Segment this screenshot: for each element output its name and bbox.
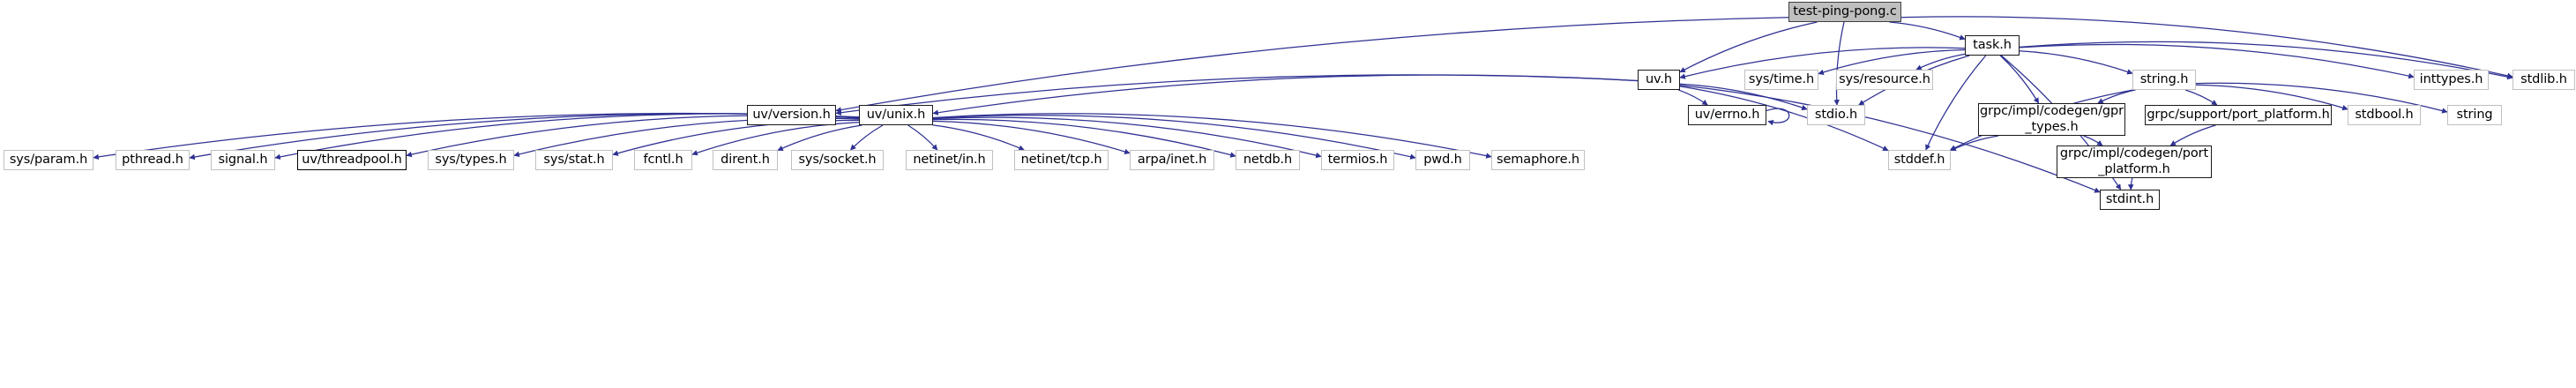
graph-node-sys-time-h[interactable]: sys/time.h bbox=[1744, 70, 1818, 90]
graph-node-grpc-impl-codegen-port-platform-h[interactable]: grpc/impl/codegen/port _platform.h bbox=[2057, 146, 2212, 178]
graph-edge bbox=[2169, 124, 2216, 146]
graph-node-termios-h[interactable]: termios.h bbox=[1321, 150, 1394, 170]
graph-node-netdb-h[interactable]: netdb.h bbox=[1236, 150, 1300, 170]
graph-edge bbox=[2019, 43, 2415, 79]
graph-node-stdint-h[interactable]: stdint.h bbox=[2100, 190, 2160, 210]
graph-edge bbox=[932, 124, 1025, 151]
graph-node-stdio-h[interactable]: stdio.h bbox=[1807, 105, 1865, 125]
graph-node-fcntl-h[interactable]: fcntl.h bbox=[634, 150, 692, 170]
graph-edge bbox=[2127, 177, 2134, 190]
graph-node-uv-unix-h[interactable]: uv/unix.h bbox=[859, 105, 933, 125]
graph-node-sys-param-h[interactable]: sys/param.h bbox=[4, 150, 93, 170]
graph-edge bbox=[1679, 84, 2101, 193]
graph-edge bbox=[2083, 135, 2103, 146]
graph-node-netinet-in-h[interactable]: netinet/in.h bbox=[906, 150, 993, 170]
graph-node-arpa-inet-h[interactable]: arpa/inet.h bbox=[1130, 150, 1214, 170]
graph-edge bbox=[2097, 89, 2136, 104]
graph-edge bbox=[1766, 108, 1790, 126]
graph-edge bbox=[1925, 55, 1987, 151]
graph-node-semaphore-h[interactable]: semaphore.h bbox=[1491, 150, 1585, 170]
graph-edge bbox=[1915, 53, 1966, 71]
graph-edge bbox=[907, 124, 938, 151]
graph-node-grpc-impl-codegen-gpr-types-h[interactable]: grpc/impl/codegen/gpr _types.h bbox=[1978, 103, 2125, 136]
graph-edge bbox=[2184, 89, 2218, 106]
graph-node-grpc-support-port-platform-h[interactable]: grpc/support/port_platform.h bbox=[2145, 105, 2332, 125]
graph-node-signal-h[interactable]: signal.h bbox=[211, 150, 275, 170]
graph-node-sys-socket-h[interactable]: sys/socket.h bbox=[791, 150, 884, 170]
graph-node-uv-threadpool-h[interactable]: uv/threadpool.h bbox=[297, 150, 407, 170]
graph-edge bbox=[932, 74, 1639, 116]
graph-node-inttypes-h[interactable]: inttypes.h bbox=[2414, 70, 2489, 90]
graph-edge bbox=[835, 17, 1789, 113]
graph-edge bbox=[1678, 89, 1708, 106]
graph-edge bbox=[932, 120, 1131, 155]
graph-node-sys-types-h[interactable]: sys/types.h bbox=[428, 150, 514, 170]
graph-edge bbox=[2019, 50, 2133, 75]
graph-node-stdlib-h[interactable]: stdlib.h bbox=[2513, 70, 2575, 90]
graph-node-stdbool-h[interactable]: stdbool.h bbox=[2348, 105, 2421, 125]
graph-node-test-ping-pong-c[interactable]: test-ping-pong.c bbox=[1788, 2, 1901, 22]
graph-node-stddef-h[interactable]: stddef.h bbox=[1888, 150, 1951, 170]
graph-node-pthread-h[interactable]: pthread.h bbox=[116, 150, 190, 170]
graph-edge bbox=[1833, 21, 1845, 106]
graph-node-string-h[interactable]: string.h bbox=[2132, 70, 2196, 90]
graph-node-sys-stat-h[interactable]: sys/stat.h bbox=[535, 150, 613, 170]
graph-edge bbox=[850, 124, 884, 151]
graph-node-uv-errno-h[interactable]: uv/errno.h bbox=[1688, 105, 1766, 125]
graph-edge bbox=[1679, 21, 1818, 73]
graph-node-uv-h[interactable]: uv.h bbox=[1638, 70, 1680, 90]
graph-edge bbox=[1999, 55, 2040, 104]
graph-node-dirent-h[interactable]: dirent.h bbox=[713, 150, 778, 170]
graph-edge bbox=[835, 74, 1639, 116]
graph-edge bbox=[1889, 21, 1966, 41]
graph-edge bbox=[777, 124, 862, 152]
graph-edge bbox=[1950, 135, 1999, 152]
graph-node-string[interactable]: string bbox=[2447, 105, 2502, 125]
graph-node-pwd-h[interactable]: pwd.h bbox=[1415, 150, 1470, 170]
graph-node-uv-version-h[interactable]: uv/version.h bbox=[747, 105, 836, 125]
graph-node-netinet-tcp-h[interactable]: netinet/tcp.h bbox=[1014, 150, 1109, 170]
graph-node-sys-resource-h[interactable]: sys/resource.h bbox=[1836, 70, 1933, 90]
graph-node-task-h[interactable]: task.h bbox=[1965, 35, 2020, 56]
